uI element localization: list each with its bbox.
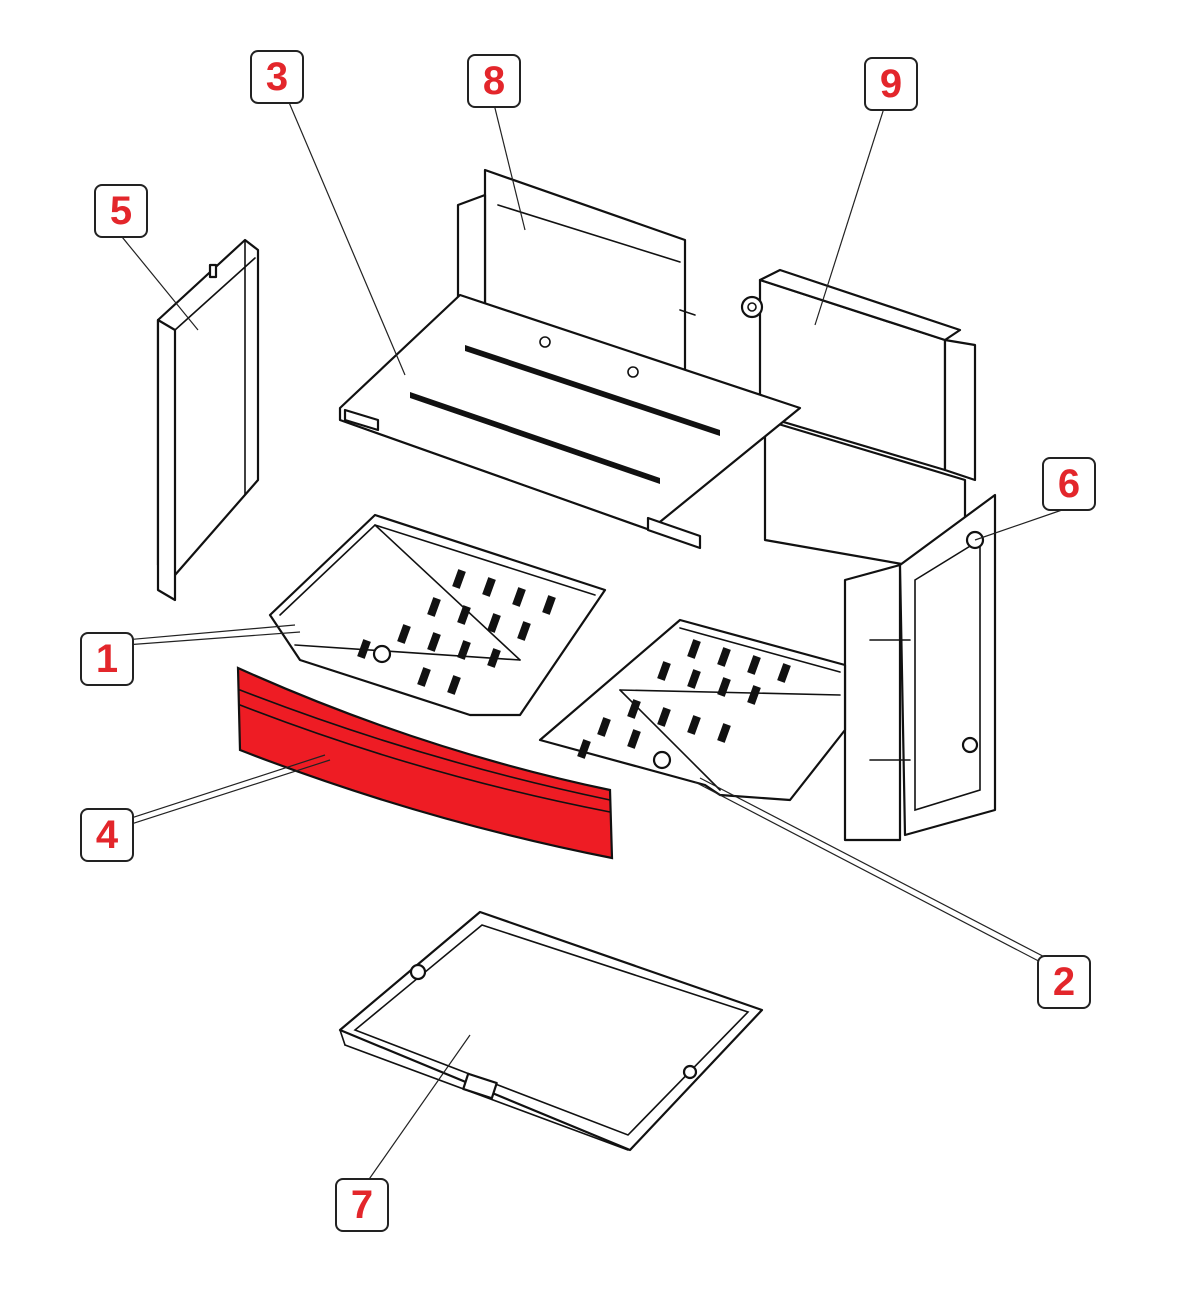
- leader-lines: [117, 95, 1063, 1186]
- callout-7-label: 7: [350, 1183, 374, 1227]
- callout-1: 1: [80, 632, 134, 686]
- callout-9: 9: [864, 57, 918, 111]
- callout-6-label: 6: [1057, 462, 1081, 506]
- part-5-side-panel: [156, 238, 260, 602]
- left-grate-slots: [357, 569, 556, 695]
- part-9-rear-panel: [740, 268, 977, 577]
- callout-1-label: 1: [95, 637, 119, 681]
- right-grate-slots: [577, 639, 791, 759]
- part-1-left-grate: [268, 513, 607, 717]
- part-2-right-grate: [538, 618, 847, 802]
- callout-6: 6: [1042, 457, 1096, 511]
- callout-5: 5: [94, 184, 148, 238]
- part-4-ashpan-front: [236, 666, 614, 860]
- part-6-side-door: [843, 493, 997, 842]
- callout-2-label: 2: [1052, 960, 1076, 1004]
- callout-8: 8: [467, 54, 521, 108]
- callout-5-label: 5: [109, 189, 133, 233]
- callout-3-label: 3: [265, 55, 289, 99]
- callout-3: 3: [250, 50, 304, 104]
- callout-2: 2: [1037, 955, 1091, 1009]
- callout-7: 7: [335, 1178, 389, 1232]
- callout-9-label: 9: [879, 62, 903, 106]
- callout-4-label: 4: [95, 813, 119, 857]
- callout-8-label: 8: [482, 59, 506, 103]
- callout-4: 4: [80, 808, 134, 862]
- part-3-baffle-plate: [338, 293, 802, 550]
- part-7-ash-tray: [338, 910, 764, 1152]
